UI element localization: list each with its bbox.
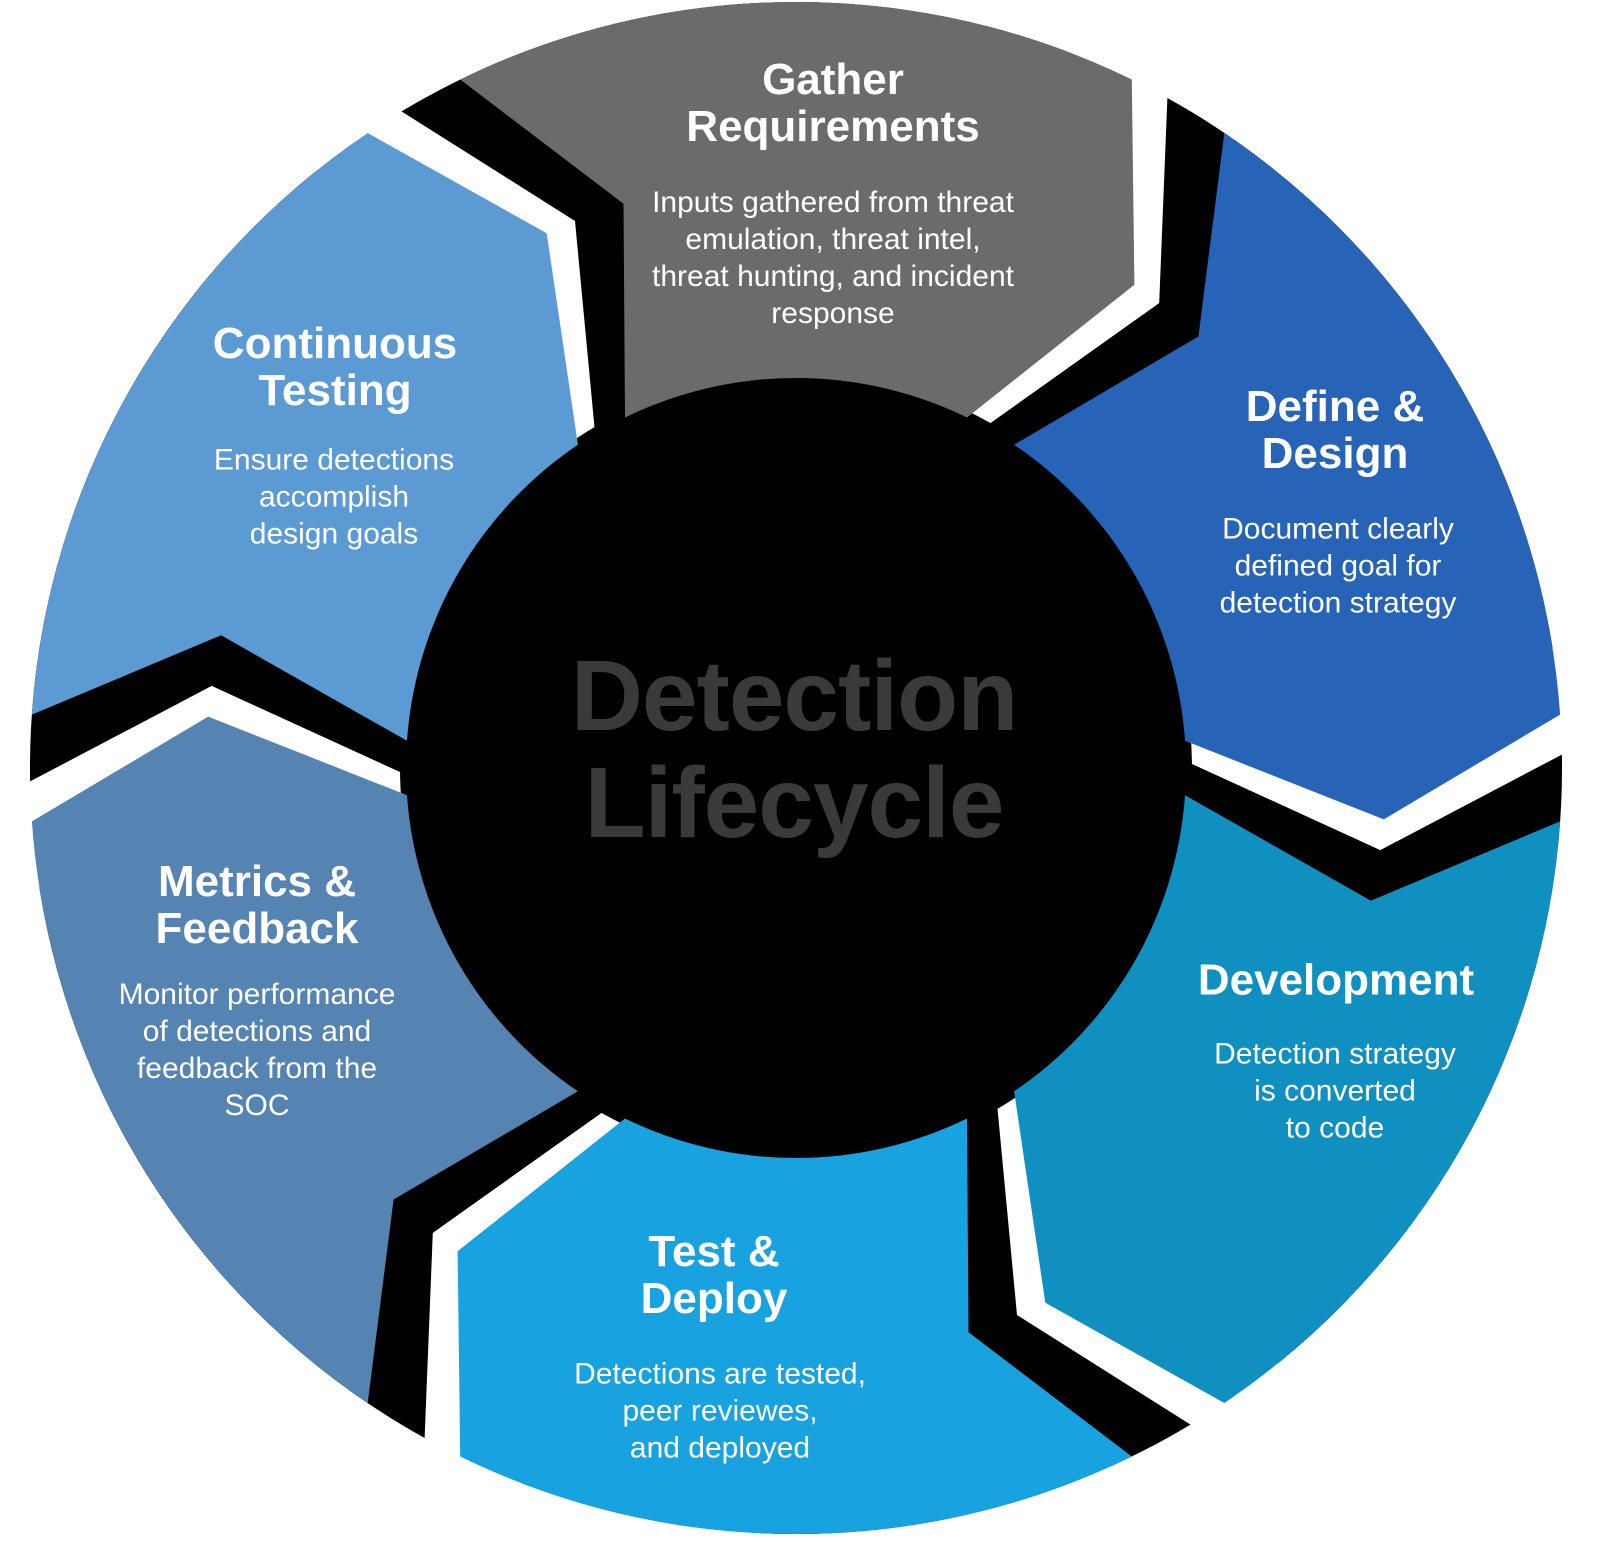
segment-title-gather-requirements: Gather Requirements (686, 55, 980, 151)
segment-arrow-test-deploy (457, 1118, 1132, 1535)
segment-body-test-deploy: Detections are tested, peer reviewes, an… (574, 1357, 866, 1465)
segment-arrow-define-design (1014, 133, 1561, 820)
segment-title-test-deploy: Test & Deploy (640, 1227, 788, 1323)
segment-body-gather-requirements: Inputs gathered from threat emulation, t… (652, 186, 1014, 330)
center-title: Detection Lifecycle (570, 640, 1019, 859)
segment-arrow-continuous-testing (31, 133, 578, 741)
segment-arrow-gather-requirements (460, 1, 1135, 418)
segment-layer (31, 1, 1561, 1535)
segment-body-define-design: Document clearly defined goal for detect… (1219, 512, 1457, 620)
segment-body-metrics-feedback: Monitor performance of detections and fe… (118, 978, 396, 1122)
segment-title-define-design: Define & Design (1245, 382, 1425, 478)
segment-title-development: Development (1197, 955, 1475, 1005)
segment-body-development: Detection strategy is converted to code (1214, 1037, 1456, 1145)
segment-arrow-development (1014, 795, 1561, 1403)
segment-arrow-metrics-feedback (31, 716, 578, 1403)
center-disc (400, 372, 1192, 1164)
segment-title-metrics-feedback: Metrics & Feedback (155, 857, 359, 953)
segment-body-continuous-testing: Ensure detections accomplish design goal… (213, 443, 455, 551)
segment-title-continuous-testing: Continuous Testing (212, 319, 458, 415)
